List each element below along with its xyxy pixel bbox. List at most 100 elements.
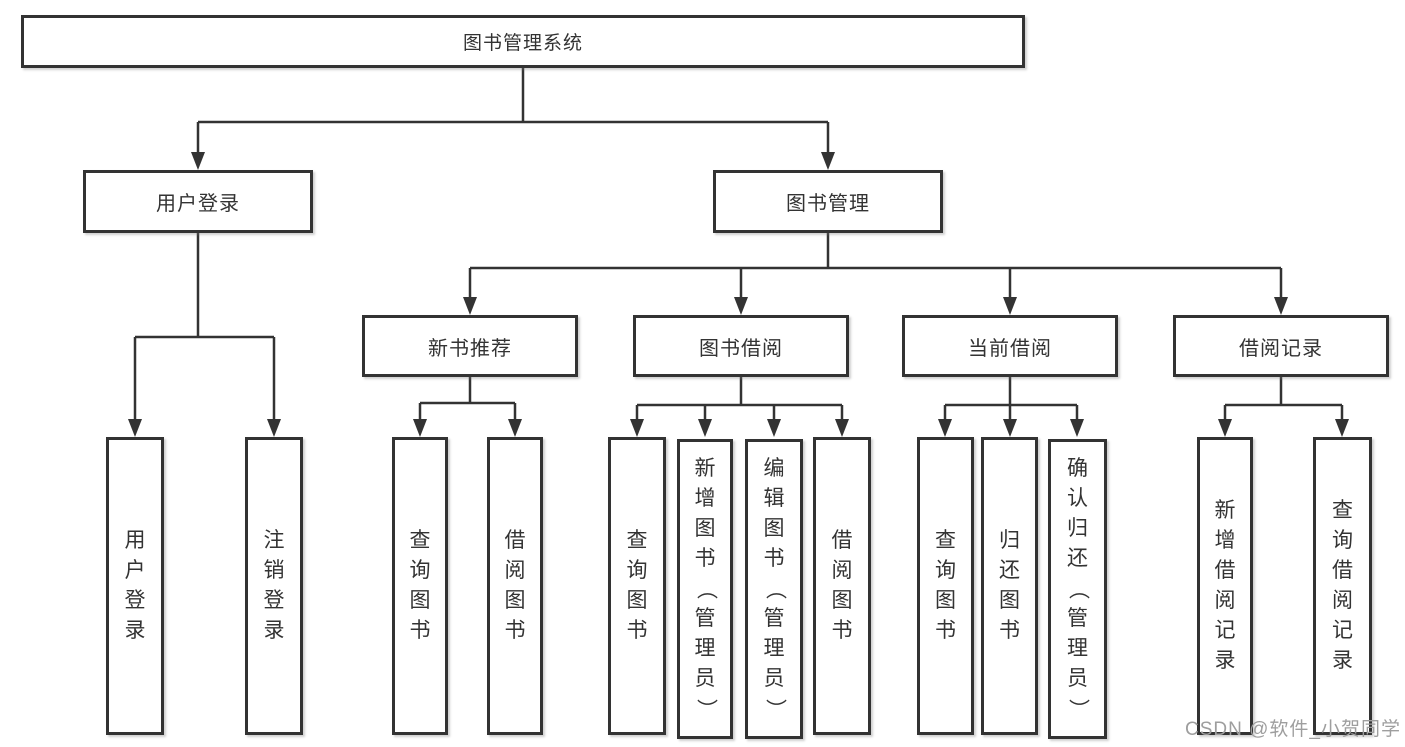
vertical-char: 辑: [763, 487, 785, 510]
node-book-borrow: 图书借阅: [633, 315, 849, 377]
vertical-char: 查: [626, 529, 648, 552]
node-book-management: 图书管理: [713, 170, 943, 233]
vertical-char: 阅: [1214, 589, 1236, 612]
node-label: 用户登录: [156, 193, 240, 215]
vertical-char: 户: [124, 559, 146, 582]
vertical-char: 新: [1214, 499, 1236, 522]
node-user-login: 用户登录: [83, 170, 313, 233]
vertical-char: 图: [694, 517, 716, 540]
vertical-char: ）: [763, 698, 786, 720]
leaf-query-books-1: 查询图书: [392, 437, 448, 735]
leaf-add-books-admin: 新增图书 （ 管理员 ）: [677, 439, 733, 739]
vertical-char: （: [763, 578, 786, 600]
vertical-char: 图: [935, 589, 956, 612]
node-label: 当前借阅: [968, 337, 1052, 360]
leaf-borrow-books-2: 借阅图书: [813, 437, 871, 735]
vertical-char: ）: [694, 698, 717, 720]
leaf-query-borrow-record: 查询借阅记录: [1313, 437, 1372, 735]
vertical-char: 查: [409, 529, 431, 552]
vertical-char: 图: [626, 589, 648, 612]
vertical-char: 理: [694, 637, 716, 660]
node-library-management-system: 图书管理系统: [21, 15, 1025, 68]
vertical-char: 记: [1214, 619, 1236, 642]
vertical-char: 图: [831, 589, 853, 612]
leaf-borrow-books-1: 借阅图书: [487, 437, 543, 735]
leaf-query-books-2: 查询图书: [608, 437, 666, 735]
vertical-char: 阅: [504, 559, 526, 582]
vertical-char: 增: [1214, 529, 1236, 552]
vertical-char: 阅: [831, 559, 853, 582]
node-label: 图书管理: [786, 193, 870, 215]
vertical-char: 书: [694, 547, 716, 570]
vertical-char: 归: [999, 529, 1020, 552]
vertical-char: 询: [409, 559, 431, 582]
vertical-char: 录: [263, 619, 285, 642]
leaf-user-login: 用户登录: [106, 437, 164, 735]
vertical-char: （: [694, 578, 717, 600]
vertical-char: 增: [694, 487, 716, 510]
vertical-char: 询: [626, 559, 648, 582]
vertical-char: 员: [763, 667, 785, 690]
vertical-char: 管: [763, 607, 785, 630]
leaf-edit-books-admin: 编辑图书 （ 管理员 ）: [745, 439, 803, 739]
vertical-char: 借: [504, 529, 526, 552]
node-label: 借阅记录: [1239, 337, 1323, 360]
vertical-char: 理: [1067, 637, 1088, 660]
vertical-char: 编: [763, 457, 785, 480]
vertical-char: 认: [1067, 487, 1088, 510]
node-label: 图书管理系统: [462, 33, 583, 54]
vertical-char: 注: [263, 529, 285, 552]
vertical-char: 书: [831, 619, 853, 642]
vertical-char: 管: [1067, 607, 1088, 630]
vertical-char: 记: [1332, 619, 1353, 642]
vertical-char: 图: [763, 517, 785, 540]
vertical-char: 图: [504, 589, 526, 612]
leaf-query-books-3: 查询图书: [917, 437, 974, 735]
node-label: 图书借阅: [699, 337, 783, 360]
vertical-char: 阅: [1332, 589, 1353, 612]
vertical-char: 管: [694, 607, 716, 630]
vertical-char: 借: [831, 529, 853, 552]
vertical-char: 登: [263, 589, 285, 612]
vertical-char: 新: [694, 457, 716, 480]
vertical-char: 归: [1067, 517, 1088, 540]
vertical-char: 书: [935, 619, 956, 642]
vertical-char: 借: [1214, 559, 1236, 582]
vertical-char: 还: [1067, 547, 1088, 570]
vertical-char: 询: [935, 559, 956, 582]
vertical-char: 录: [124, 619, 146, 642]
vertical-char: 查: [1332, 499, 1353, 522]
vertical-char: 用: [124, 529, 146, 552]
vertical-char: 销: [263, 559, 285, 582]
leaf-confirm-return-admin: 确认归还 （ 管理员 ）: [1048, 439, 1107, 739]
vertical-char: （: [1066, 578, 1090, 600]
vertical-char: 询: [1332, 529, 1353, 552]
vertical-char: 确: [1067, 457, 1088, 480]
vertical-char: 员: [694, 667, 716, 690]
leaf-add-borrow-record: 新增借阅记录: [1197, 437, 1253, 735]
vertical-char: 图: [999, 589, 1020, 612]
node-borrow-records: 借阅记录: [1173, 315, 1389, 377]
vertical-char: 理: [763, 637, 785, 660]
vertical-char: 录: [1332, 649, 1353, 672]
vertical-char: 查: [935, 529, 956, 552]
node-label: 新书推荐: [428, 337, 512, 360]
leaf-return-books: 归还图书: [981, 437, 1038, 735]
vertical-char: 书: [763, 547, 785, 570]
vertical-char: ）: [1066, 698, 1090, 720]
vertical-char: 书: [409, 619, 431, 642]
node-current-borrow: 当前借阅: [902, 315, 1118, 377]
vertical-char: 书: [999, 619, 1020, 642]
vertical-char: 图: [409, 589, 431, 612]
csdn-watermark: CSDN @软件_小贺同学: [1185, 719, 1401, 740]
vertical-char: 书: [504, 619, 526, 642]
vertical-char: 登: [124, 589, 146, 612]
node-new-book-recommend: 新书推荐: [362, 315, 578, 377]
leaf-logout: 注销登录: [245, 437, 303, 735]
vertical-char: 录: [1214, 649, 1236, 672]
vertical-char: 员: [1067, 667, 1088, 690]
vertical-char: 还: [999, 559, 1020, 582]
vertical-char: 借: [1332, 559, 1353, 582]
